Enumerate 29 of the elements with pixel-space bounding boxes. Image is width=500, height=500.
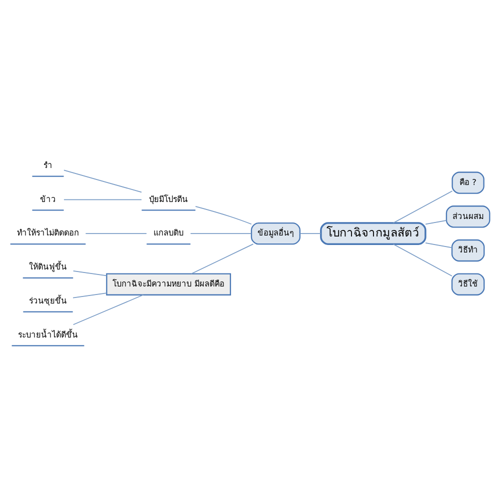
node-box: วิธีทำ <box>451 238 485 262</box>
node-text: ร่วนซุยขึ้น <box>28 294 67 305</box>
connector <box>64 198 142 200</box>
node-text: ปุ๋ยมีโปรตีน <box>149 193 188 204</box>
connector <box>392 190 453 223</box>
node-box: คือ ? <box>452 171 484 194</box>
connector <box>425 220 447 224</box>
connector <box>72 292 107 298</box>
connector <box>64 169 142 192</box>
connector <box>195 205 252 224</box>
node-box: โบกาฉิจะมีความหยาบ มีผลดีคือ <box>106 272 232 295</box>
node-text: ทำให้ราไม่ติดดอก <box>16 227 79 238</box>
node-text: ระบายน้ำได้ดีขึ้น <box>18 328 78 339</box>
connector <box>190 232 252 234</box>
connector <box>72 294 144 325</box>
connector <box>392 243 452 276</box>
connector <box>190 243 254 274</box>
connector <box>85 232 147 234</box>
node-box: ส่วนผสม <box>446 205 490 228</box>
node-box: โบกาฉิจากมูลสัตว์ <box>320 222 426 244</box>
node-text: แกลบดิบ <box>154 227 184 238</box>
connector <box>425 242 452 248</box>
connector <box>72 270 107 276</box>
node-text: ข้าว <box>40 193 56 204</box>
node-box: วิธีใช้ <box>451 272 485 295</box>
connector <box>300 232 322 234</box>
node-text: ให้ดินฟูขึ้น <box>28 261 67 272</box>
node-text: รำ <box>43 160 52 170</box>
node-box: ข้อมูลอื่นๆ <box>250 222 300 244</box>
